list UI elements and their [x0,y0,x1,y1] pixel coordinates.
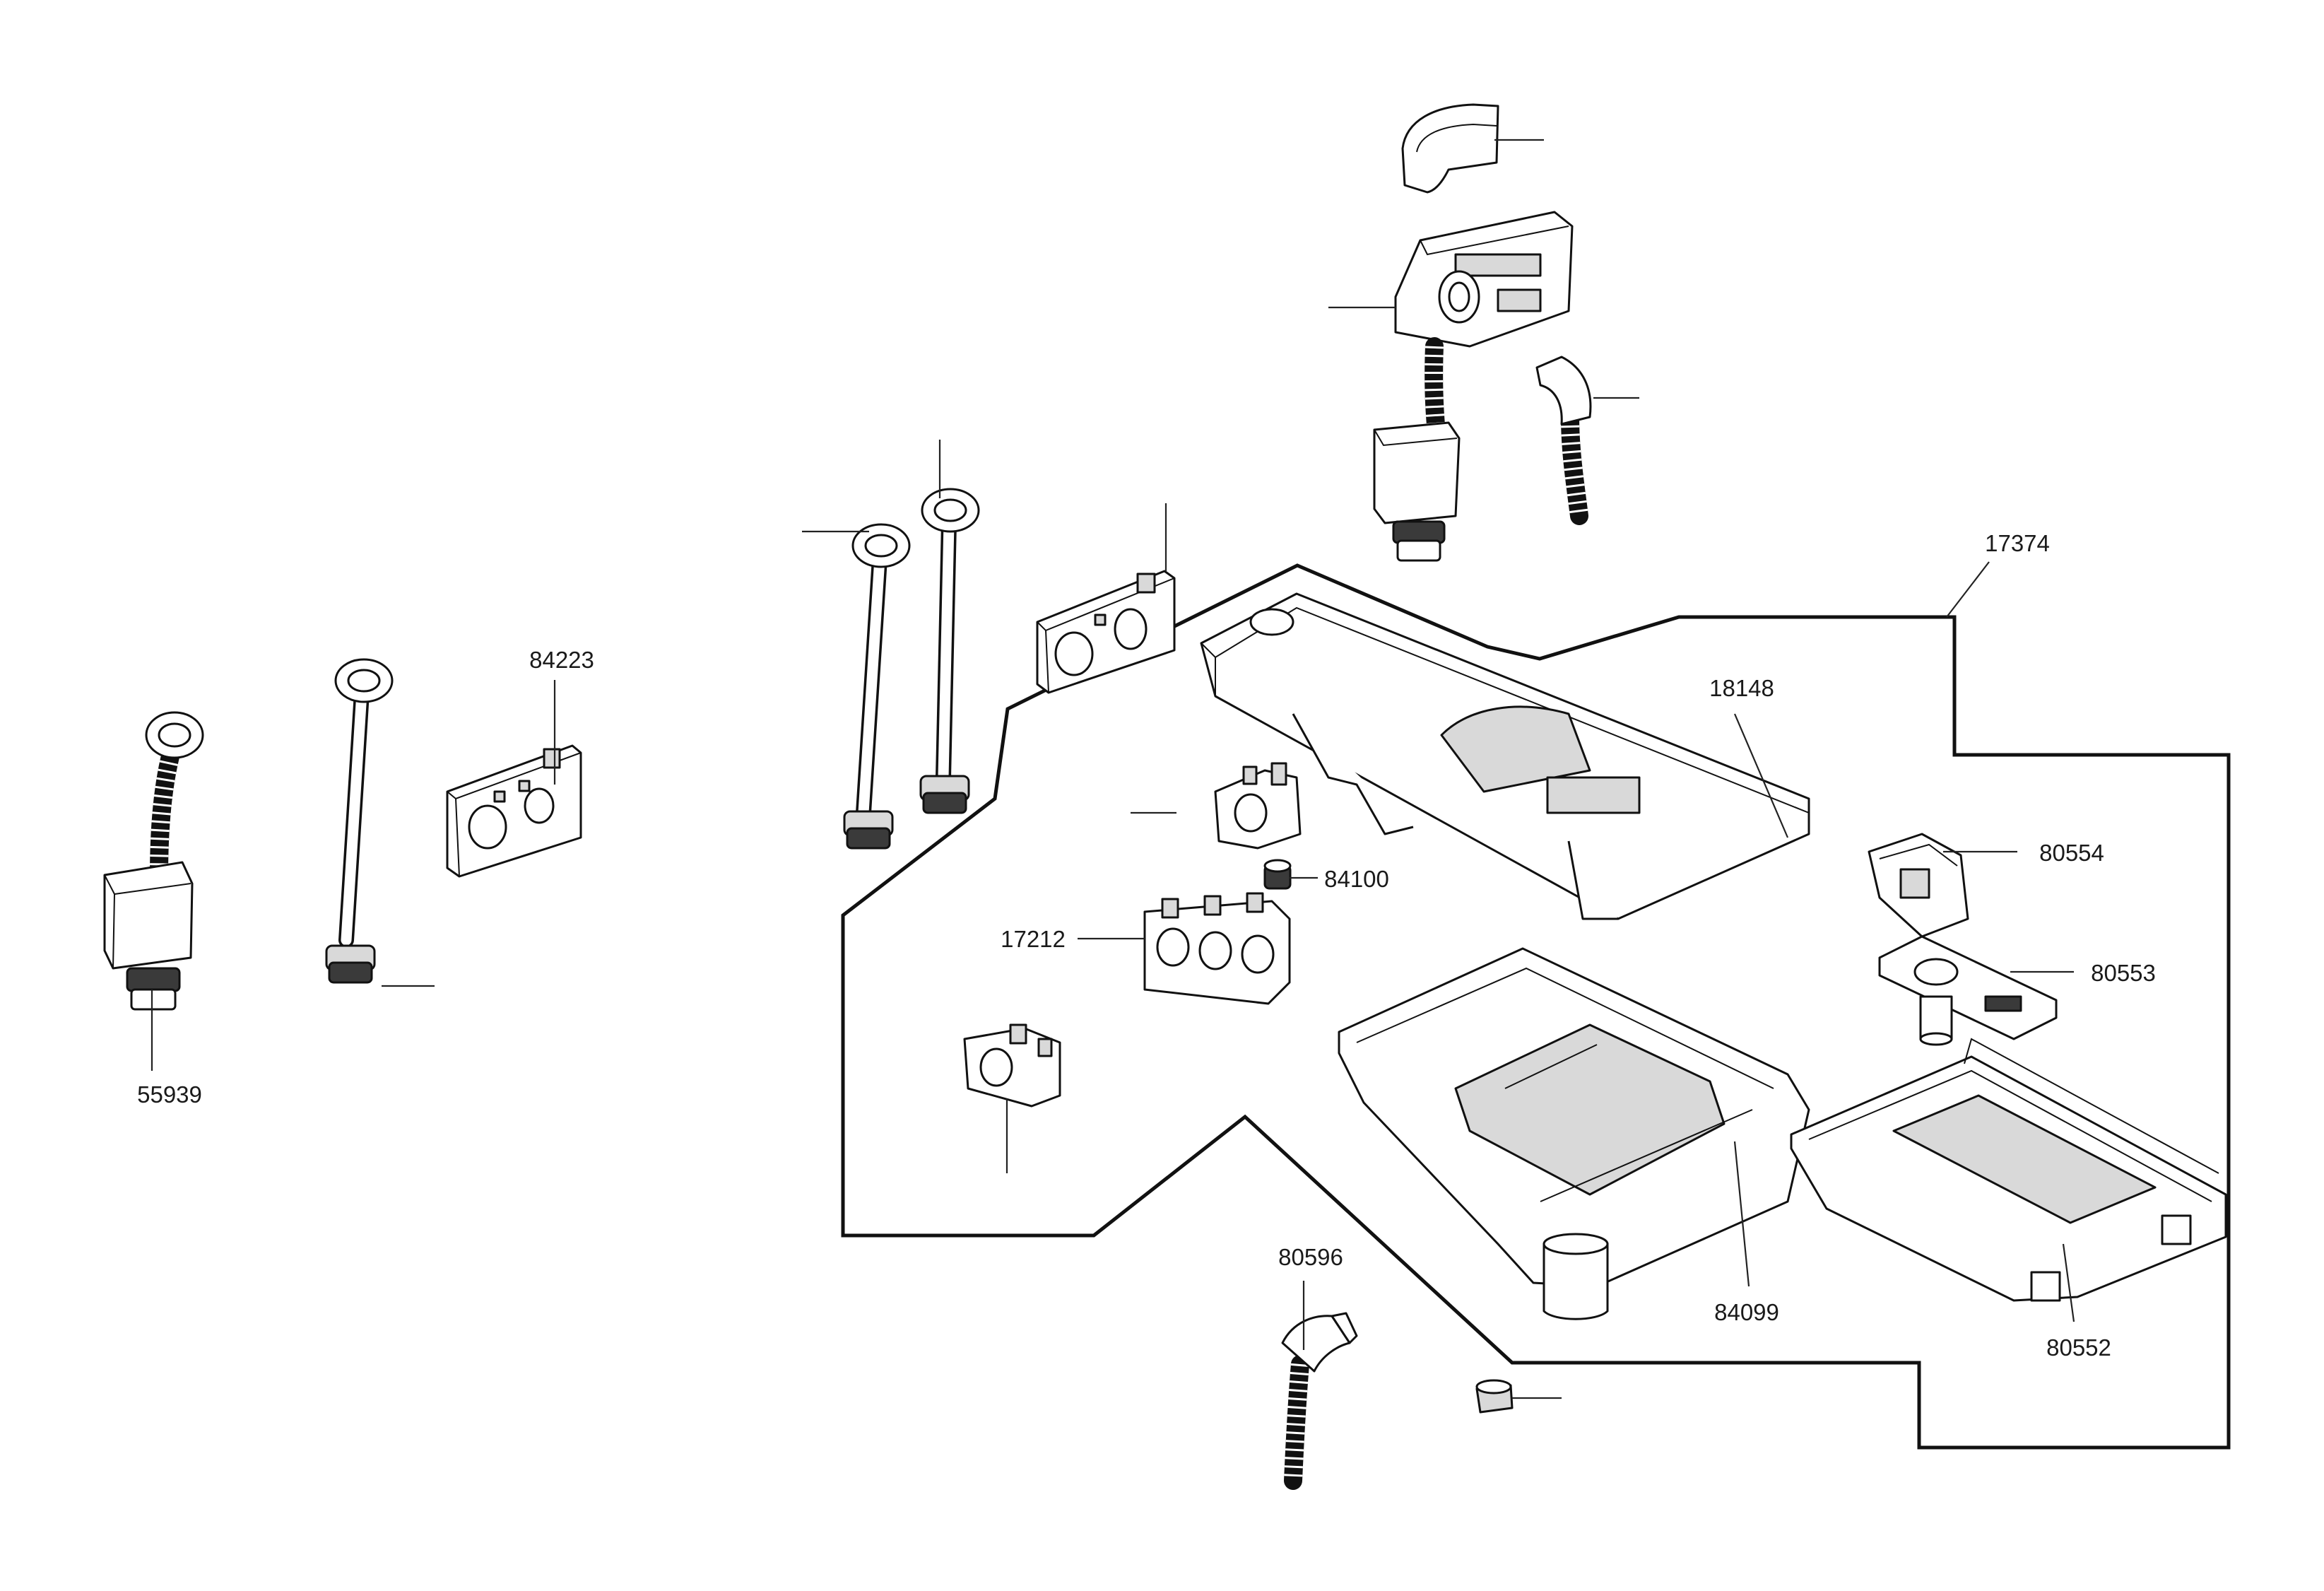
flap-80554 [1868,833,1969,938]
filter-84100 [1263,859,1292,890]
label-84223: 84223 [529,647,594,673]
valve-lower [963,1023,1061,1108]
label-84100: 84100 [1324,866,1389,892]
assembly-boundary-17374 [841,563,2231,1450]
label-80554: 80554 [2039,840,2104,866]
label-84099: 84099 [1714,1299,1779,1325]
triple-valve-17212 [1143,892,1291,1005]
leader-lines [151,139,2075,1399]
bush-small [1475,1379,1514,1414]
valve-small [1214,762,1302,850]
label-17374: 17374 [1985,530,2050,556]
label-55939: 55939 [137,1081,202,1108]
dispenser-housing-84099 [1338,947,1810,1320]
small-bent-hose [1535,356,1592,525]
bracket-upper [1036,570,1176,694]
water-pipe-left [325,658,394,984]
label-17212: 17212 [1001,926,1066,952]
label-80553: 80553 [2091,960,2156,986]
water-pipe-pair [843,488,980,850]
cover-cap [1401,103,1499,194]
label-80552: 80552 [2046,1334,2111,1361]
pump-assembly [1373,211,1574,562]
bracket-84223 [446,744,582,878]
siphon-cap-80553 [1878,935,2058,1046]
bent-hose-80596 [1281,1312,1358,1490]
hose-with-connector-55939 [103,711,204,1011]
label-80596: 80596 [1278,1244,1343,1270]
dispenser-top-plate-18148 [1200,592,1810,920]
drawer-80552 [1790,1038,2227,1302]
label-18148: 18148 [1709,675,1774,701]
